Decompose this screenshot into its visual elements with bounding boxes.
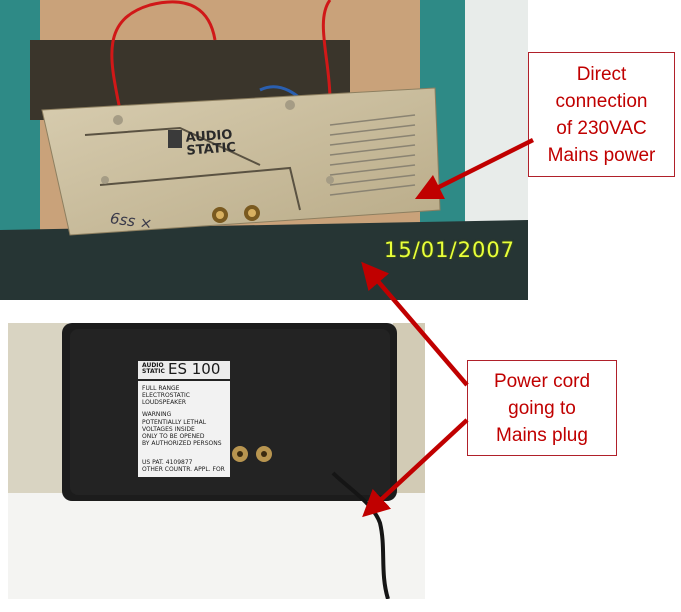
speaker-photo-drawing	[8, 323, 425, 599]
date-stamp: 15/01/2007	[384, 238, 516, 262]
callout-cord-text: Power cord going to Mains plug	[493, 370, 591, 446]
plate-description: FULL RANGE ELECTROSTATIC LOUDSPEAKER	[142, 385, 190, 406]
callout-mains-connection: Direct connection of 230VAC Mains power	[528, 52, 675, 177]
speaker-photo: AUDIO STATIC ES 100 FULL RANGE ELECTROST…	[8, 323, 425, 599]
plate-warning-text: POTENTIALLY LETHAL VOLTAGES INSIDE ONLY …	[142, 419, 222, 447]
plate-warning-title: WARNING	[142, 411, 172, 418]
callout-power-cord: Power cord going to Mains plug	[467, 360, 617, 456]
plate-brand: AUDIO STATIC	[142, 362, 165, 375]
plate-patent: US PAT. 4109877 OTHER COUNTR. APPL. FOR	[142, 459, 225, 473]
pcb-logo-text: AUDIO STATIC	[185, 127, 237, 159]
callout-mains-text: Direct connection of 230VAC Mains power	[547, 63, 656, 166]
pcb-photo: AUDIO STATIC 6ss × 15/01/2007	[0, 0, 528, 300]
plate-model: ES 100	[168, 360, 221, 378]
